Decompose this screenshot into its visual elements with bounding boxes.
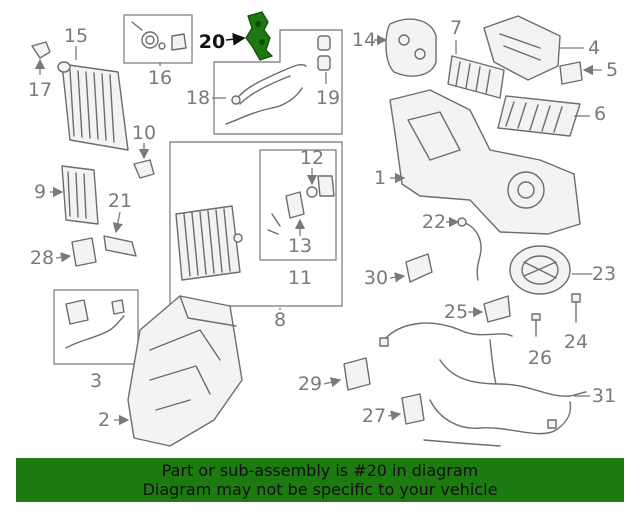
info-banner: Part or sub-assembly is #20 in diagram D… xyxy=(16,458,624,502)
part-9-cabin-filter xyxy=(61,165,99,225)
part-22-drain-hose xyxy=(457,217,482,281)
callout-21: 21 xyxy=(108,190,132,212)
part-7-grille xyxy=(447,55,505,99)
part-5-bracket xyxy=(559,61,583,85)
exploded-parts-diagram: 17 15 16 20 18 19 10 xyxy=(28,11,618,447)
part-17-clip xyxy=(31,41,51,75)
callout-17: 17 xyxy=(28,79,52,101)
part-27-actuator xyxy=(401,393,425,425)
banner-line-2: Diagram may not be specific to your vehi… xyxy=(142,480,498,499)
part-26-screw xyxy=(531,313,541,337)
callout-7: 7 xyxy=(450,17,462,39)
part-1-hvac-assembly xyxy=(389,89,581,235)
callout-27: 27 xyxy=(362,405,386,427)
callout-9: 9 xyxy=(34,181,46,203)
part-8-evaporator-assembly xyxy=(169,141,343,307)
part-15-heater-core xyxy=(57,61,129,151)
part-21-actuator xyxy=(103,211,137,257)
callout-29: 29 xyxy=(298,373,322,395)
callout-6: 6 xyxy=(594,103,606,125)
part-14-seal xyxy=(385,18,437,77)
part-29-connector xyxy=(343,357,371,391)
callout-26: 26 xyxy=(528,347,552,369)
part-2-hvac-housing-lower xyxy=(127,295,243,447)
part-10-sensor xyxy=(133,143,155,179)
callout-13: 13 xyxy=(288,235,312,257)
callout-28: 28 xyxy=(30,247,54,269)
part-30-resistor xyxy=(405,253,433,283)
part-16-seal-kit xyxy=(123,14,193,64)
part-24-screw xyxy=(571,293,581,323)
callout-16: 16 xyxy=(148,67,172,89)
callout-22: 22 xyxy=(422,211,446,233)
callout-23: 23 xyxy=(592,263,616,285)
callout-25: 25 xyxy=(444,301,468,323)
callout-20: 20 xyxy=(199,31,225,53)
callout-1: 1 xyxy=(374,167,386,189)
callout-3: 3 xyxy=(90,370,102,392)
callout-15: 15 xyxy=(64,25,88,47)
part-6-filter xyxy=(497,95,581,137)
part-3-hose-kit xyxy=(53,289,139,365)
callout-14: 14 xyxy=(352,29,376,51)
part-25-bracket xyxy=(483,295,511,323)
callout-10: 10 xyxy=(132,122,156,144)
callout-19: 19 xyxy=(316,87,340,109)
callout-12: 12 xyxy=(300,147,324,169)
callout-11: 11 xyxy=(288,267,312,289)
callout-2: 2 xyxy=(98,409,110,431)
callout-31: 31 xyxy=(592,385,616,407)
callout-18: 18 xyxy=(186,87,210,109)
callout-30: 30 xyxy=(364,267,388,289)
callout-5: 5 xyxy=(606,59,618,81)
part-20-highlighted xyxy=(225,11,274,61)
part-4-hvac-housing-upper xyxy=(483,15,561,81)
callout-24: 24 xyxy=(564,331,588,353)
part-23-blower-motor xyxy=(509,245,571,295)
banner-line-1: Part or sub-assembly is #20 in diagram xyxy=(161,461,479,480)
callout-8: 8 xyxy=(274,309,286,331)
part-31-wiring-harness xyxy=(379,322,587,447)
part-18-refrigerant-lines xyxy=(213,29,343,135)
part-28-motor xyxy=(71,237,97,267)
part-19-orings xyxy=(317,35,331,71)
part-11-expansion-valve-kit xyxy=(259,149,337,261)
callout-4: 4 xyxy=(588,37,600,59)
